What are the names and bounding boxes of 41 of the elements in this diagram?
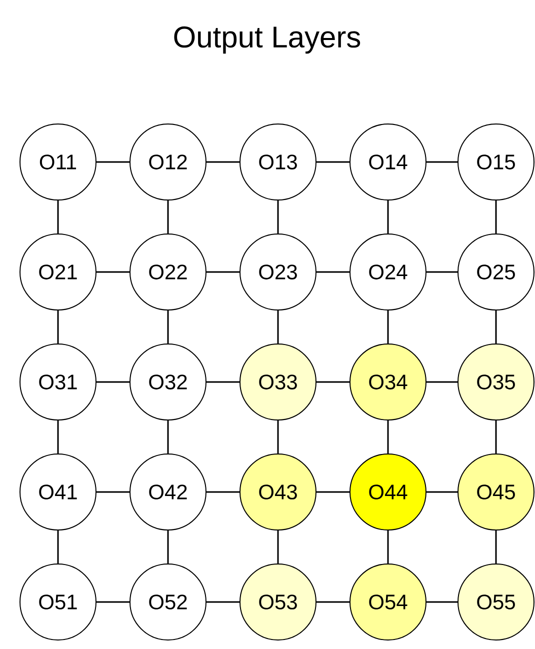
connector-line <box>387 530 389 564</box>
connector-line <box>96 601 130 603</box>
connector-line <box>426 381 458 383</box>
connector-line <box>206 381 240 383</box>
connector-line <box>277 200 279 234</box>
connector-line <box>57 200 59 234</box>
connector-line <box>316 271 350 273</box>
connector-line <box>495 310 497 344</box>
connector-line <box>316 491 350 493</box>
connector-line <box>167 200 169 234</box>
connector-line <box>167 420 169 454</box>
connector-line <box>316 601 350 603</box>
connector-line <box>206 601 240 603</box>
connector-line <box>426 161 458 163</box>
connector-line <box>167 310 169 344</box>
connector-line <box>387 310 389 344</box>
connector-line <box>495 420 497 454</box>
connector-line <box>387 420 389 454</box>
connector-line <box>57 530 59 564</box>
connector-line <box>167 530 169 564</box>
connector-line <box>57 420 59 454</box>
title: Output Layers <box>174 26 360 54</box>
connector-line <box>316 161 350 163</box>
connector-line <box>96 271 130 273</box>
connector-line <box>277 310 279 344</box>
connector-line <box>206 491 240 493</box>
connector-line <box>277 420 279 454</box>
connector-line <box>96 381 130 383</box>
connector-line <box>495 200 497 234</box>
connector-line <box>426 271 458 273</box>
connector-line <box>426 491 458 493</box>
connector-line <box>277 530 279 564</box>
connector-line <box>57 310 59 344</box>
connector-line <box>206 271 240 273</box>
connector-line <box>96 161 130 163</box>
connector-line <box>495 530 497 564</box>
connector-line <box>206 161 240 163</box>
connector-line <box>426 601 458 603</box>
connector-line <box>316 381 350 383</box>
connector-line <box>387 200 389 234</box>
connector-line <box>96 491 130 493</box>
